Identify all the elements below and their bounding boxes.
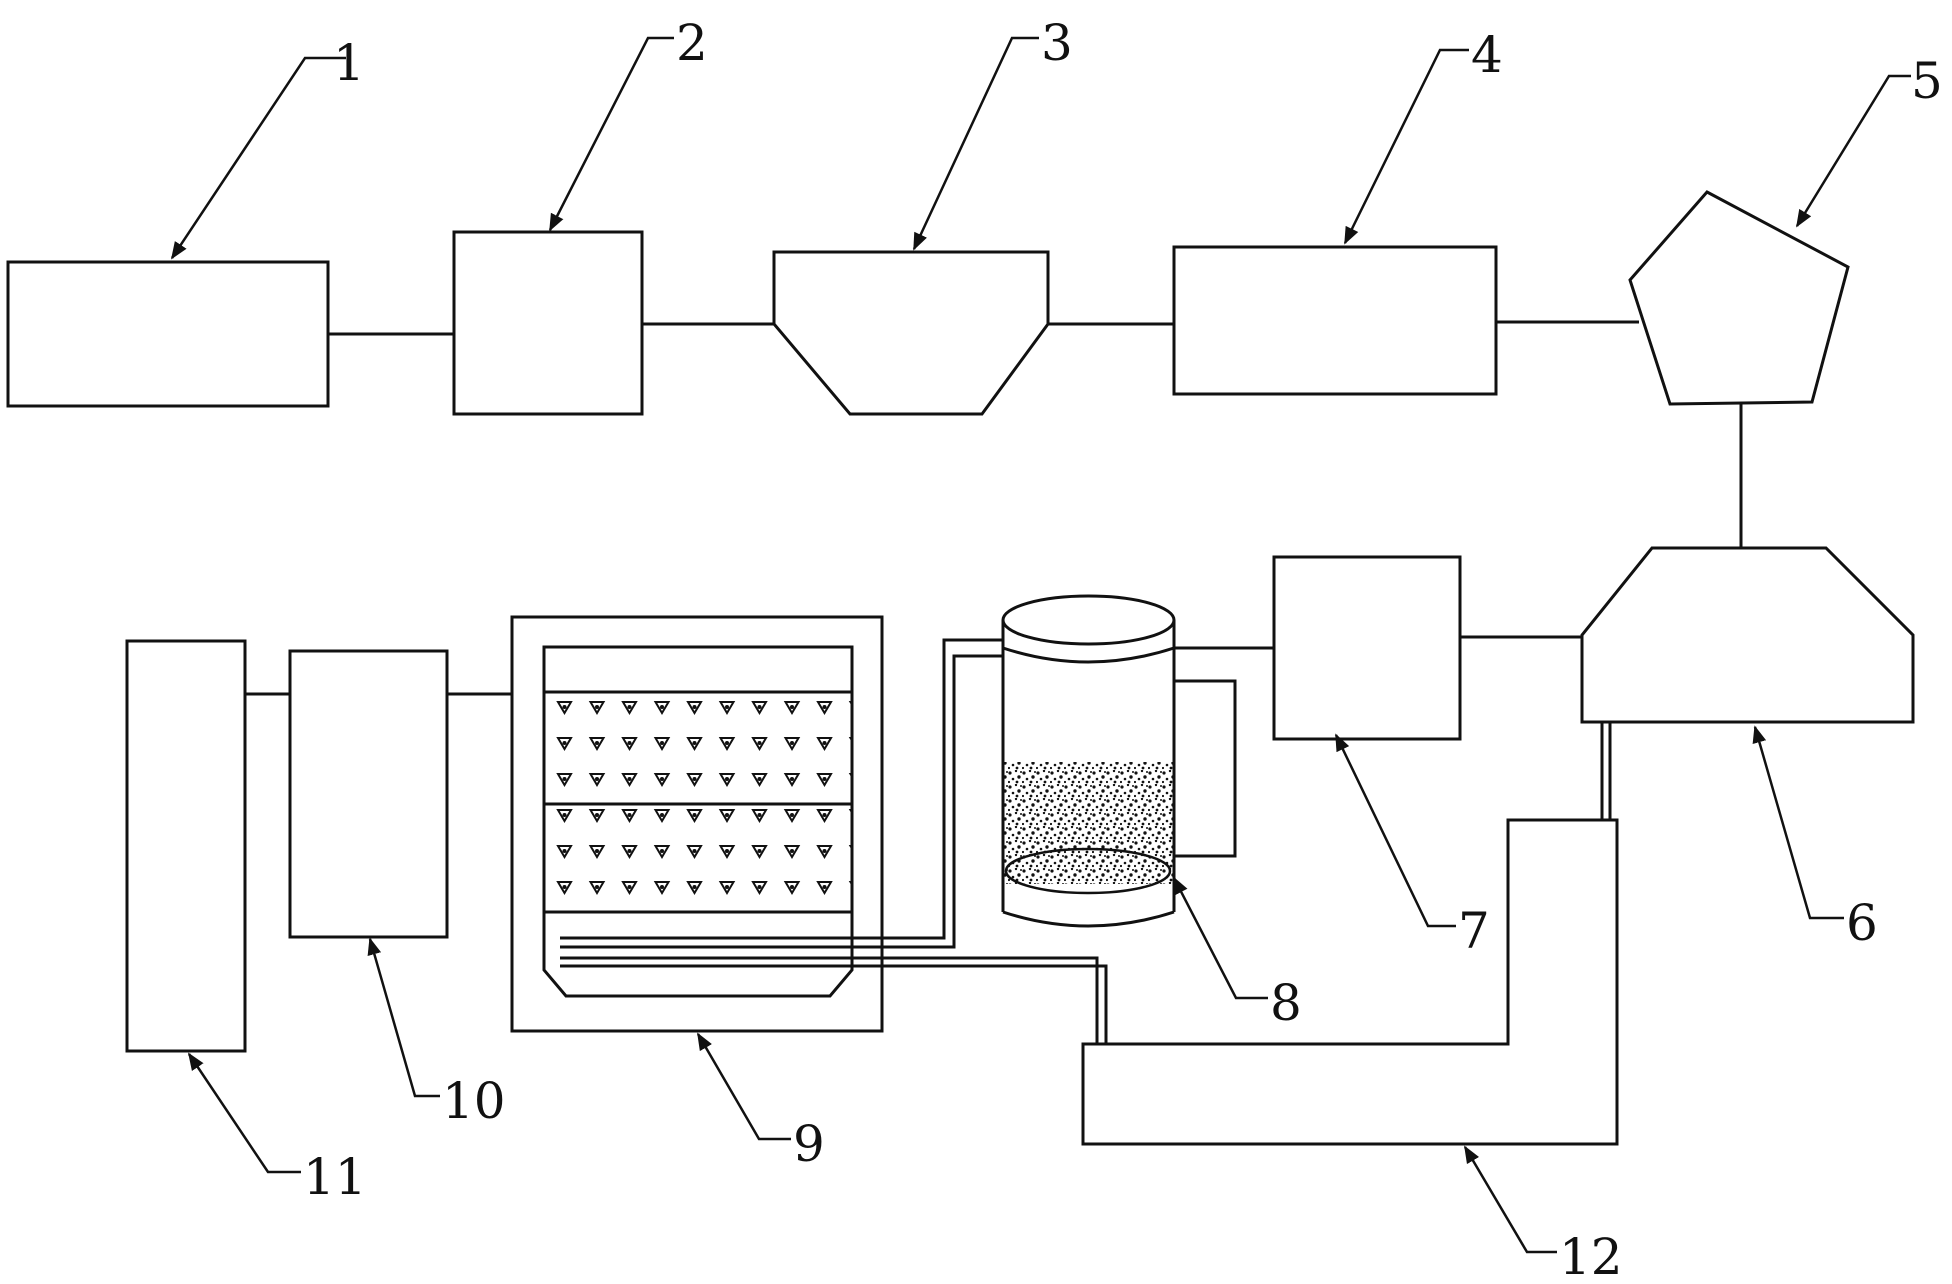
label-5: 5 xyxy=(1911,52,1943,110)
unit-12-tank xyxy=(1081,818,1619,1146)
unit-5-pentagon xyxy=(1628,190,1850,406)
label-6: 6 xyxy=(1846,894,1878,952)
label-9: 9 xyxy=(793,1115,825,1173)
label-7: 7 xyxy=(1458,902,1490,960)
label-2: 2 xyxy=(676,14,708,72)
label-3: 3 xyxy=(1041,14,1073,72)
label-11: 11 xyxy=(303,1148,367,1206)
unit-3-tank xyxy=(772,250,1050,416)
label-10: 10 xyxy=(442,1072,506,1130)
unit-1-box xyxy=(6,260,330,408)
label-4: 4 xyxy=(1471,26,1503,84)
label-12: 12 xyxy=(1559,1228,1623,1284)
pipe-9-12-b xyxy=(560,964,1108,1044)
pipe-8-9-a xyxy=(560,638,1003,940)
unit-11-box xyxy=(125,639,247,1053)
unit-9-media-bed xyxy=(542,645,854,998)
unit-7-box xyxy=(1272,555,1462,741)
unit-6-tank xyxy=(1580,546,1915,724)
unit-9-box xyxy=(510,615,884,1033)
pipe-9-12-a xyxy=(560,956,1099,1044)
unit-2-box xyxy=(452,230,644,416)
pipe-8-9-b xyxy=(560,654,1003,949)
unit-4-box xyxy=(1172,245,1498,396)
leader-lines xyxy=(170,36,1911,1254)
unit-10-box xyxy=(288,649,449,939)
label-8: 8 xyxy=(1270,974,1302,1032)
unit-8-cylinder xyxy=(1001,594,1237,928)
label-1: 1 xyxy=(333,34,365,92)
